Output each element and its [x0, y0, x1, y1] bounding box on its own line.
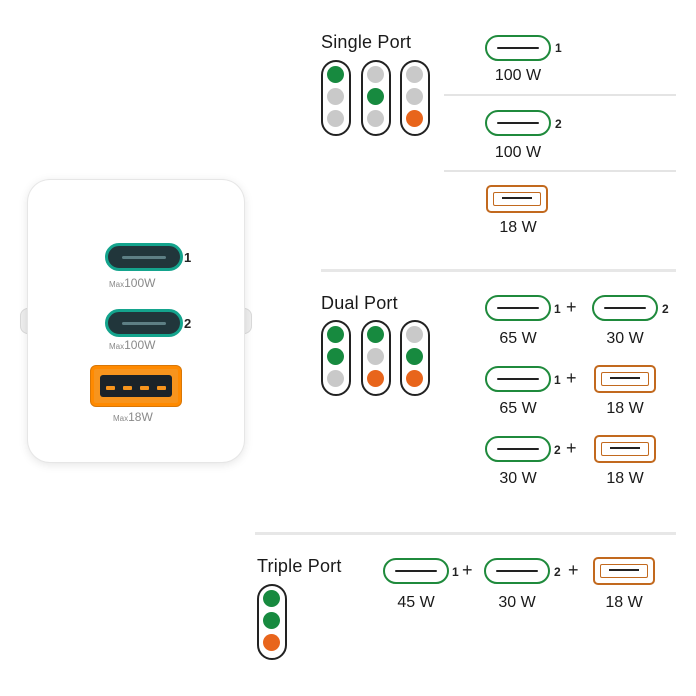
usb-c-icon: [485, 295, 551, 321]
section-divider: [255, 532, 676, 535]
charger-port-1-rating: Max100W: [109, 276, 156, 290]
divider: [444, 170, 676, 172]
indicator-dot-gray: [367, 66, 384, 83]
usb-c-icon: [592, 295, 658, 321]
usb-a-icon: [594, 365, 656, 393]
indicator-dot-orange: [367, 370, 384, 387]
divider: [444, 94, 676, 96]
port-number: 1: [555, 41, 562, 55]
wattage-label: 30 W: [498, 594, 536, 611]
port-number: 2: [554, 443, 561, 457]
indicator-dot-green: [327, 326, 344, 343]
charger-port-3-rating: Max18W: [113, 410, 153, 424]
charger-usba-port: [91, 366, 181, 406]
usb-c-icon: [485, 110, 551, 136]
section-divider: [321, 269, 676, 272]
usb-a-icon: [486, 185, 548, 213]
indicator-dot-gray: [327, 370, 344, 387]
usb-a-icon: [594, 435, 656, 463]
single-port-heading: Single Port: [321, 32, 412, 52]
usb-a-icon: [593, 557, 655, 585]
indicator-dot-orange: [406, 110, 423, 127]
indicator-dot-green: [263, 590, 280, 607]
indicator-dot-gray: [367, 348, 384, 365]
port-number: 2: [555, 117, 562, 131]
wattage-label: 100 W: [494, 67, 542, 84]
triple-port-heading: Triple Port: [257, 556, 342, 576]
indicator-dot-gray: [406, 66, 423, 83]
charger-port-number-1: 1: [184, 250, 192, 265]
indicator-tube: [321, 60, 351, 136]
port-number: 1: [554, 373, 561, 387]
indicator-dot-green: [406, 348, 423, 365]
indicator-dot-green: [327, 348, 344, 365]
indicator-dot-green: [263, 612, 280, 629]
plus-sign: +: [568, 560, 579, 580]
indicator-dot-gray: [406, 326, 423, 343]
indicator-dot-gray: [406, 88, 423, 105]
plus-sign: +: [566, 368, 577, 388]
indicator-tube: [400, 60, 430, 136]
port-number: 1: [554, 302, 561, 316]
indicator-dot-orange: [263, 634, 280, 651]
usb-c-icon: [485, 436, 551, 462]
plus-sign: +: [462, 560, 473, 580]
indicator-dot-orange: [406, 370, 423, 387]
indicator-tube: [400, 320, 430, 396]
indicator-dot-gray: [327, 110, 344, 127]
charger-port-number-2: 2: [184, 316, 192, 331]
usb-c-icon: [383, 558, 449, 584]
indicator-tube: [361, 60, 391, 136]
wattage-label: 65 W: [499, 400, 537, 417]
dual-port-heading: Dual Port: [321, 293, 398, 313]
indicator-dot-green: [327, 66, 344, 83]
wattage-label: 18 W: [499, 219, 537, 236]
indicator-dot-green: [367, 326, 384, 343]
wattage-label: 30 W: [606, 330, 644, 347]
wattage-label: 30 W: [499, 470, 537, 487]
indicator-dot-green: [367, 88, 384, 105]
wattage-label: 18 W: [605, 594, 643, 611]
wattage-label: 65 W: [499, 330, 537, 347]
charger-port-2-rating: Max100W: [109, 338, 156, 352]
plus-sign: +: [566, 297, 577, 317]
port-number: 1: [452, 565, 459, 579]
indicator-dot-gray: [327, 88, 344, 105]
indicator-tube: [361, 320, 391, 396]
usb-c-icon: [485, 366, 551, 392]
charger-usbc-port-1: [105, 243, 183, 271]
wattage-label: 18 W: [606, 470, 644, 487]
indicator-tube: [257, 584, 287, 660]
indicator-dot-gray: [367, 110, 384, 127]
port-number: 2: [662, 302, 669, 316]
usb-c-icon: [485, 35, 551, 61]
plus-sign: +: [566, 438, 577, 458]
usb-c-icon: [484, 558, 550, 584]
charger-usbc-port-2: [105, 309, 183, 337]
wattage-label: 18 W: [606, 400, 644, 417]
port-number: 2: [554, 565, 561, 579]
indicator-tube: [321, 320, 351, 396]
wattage-label: 45 W: [397, 594, 435, 611]
wattage-label: 100 W: [494, 144, 542, 161]
